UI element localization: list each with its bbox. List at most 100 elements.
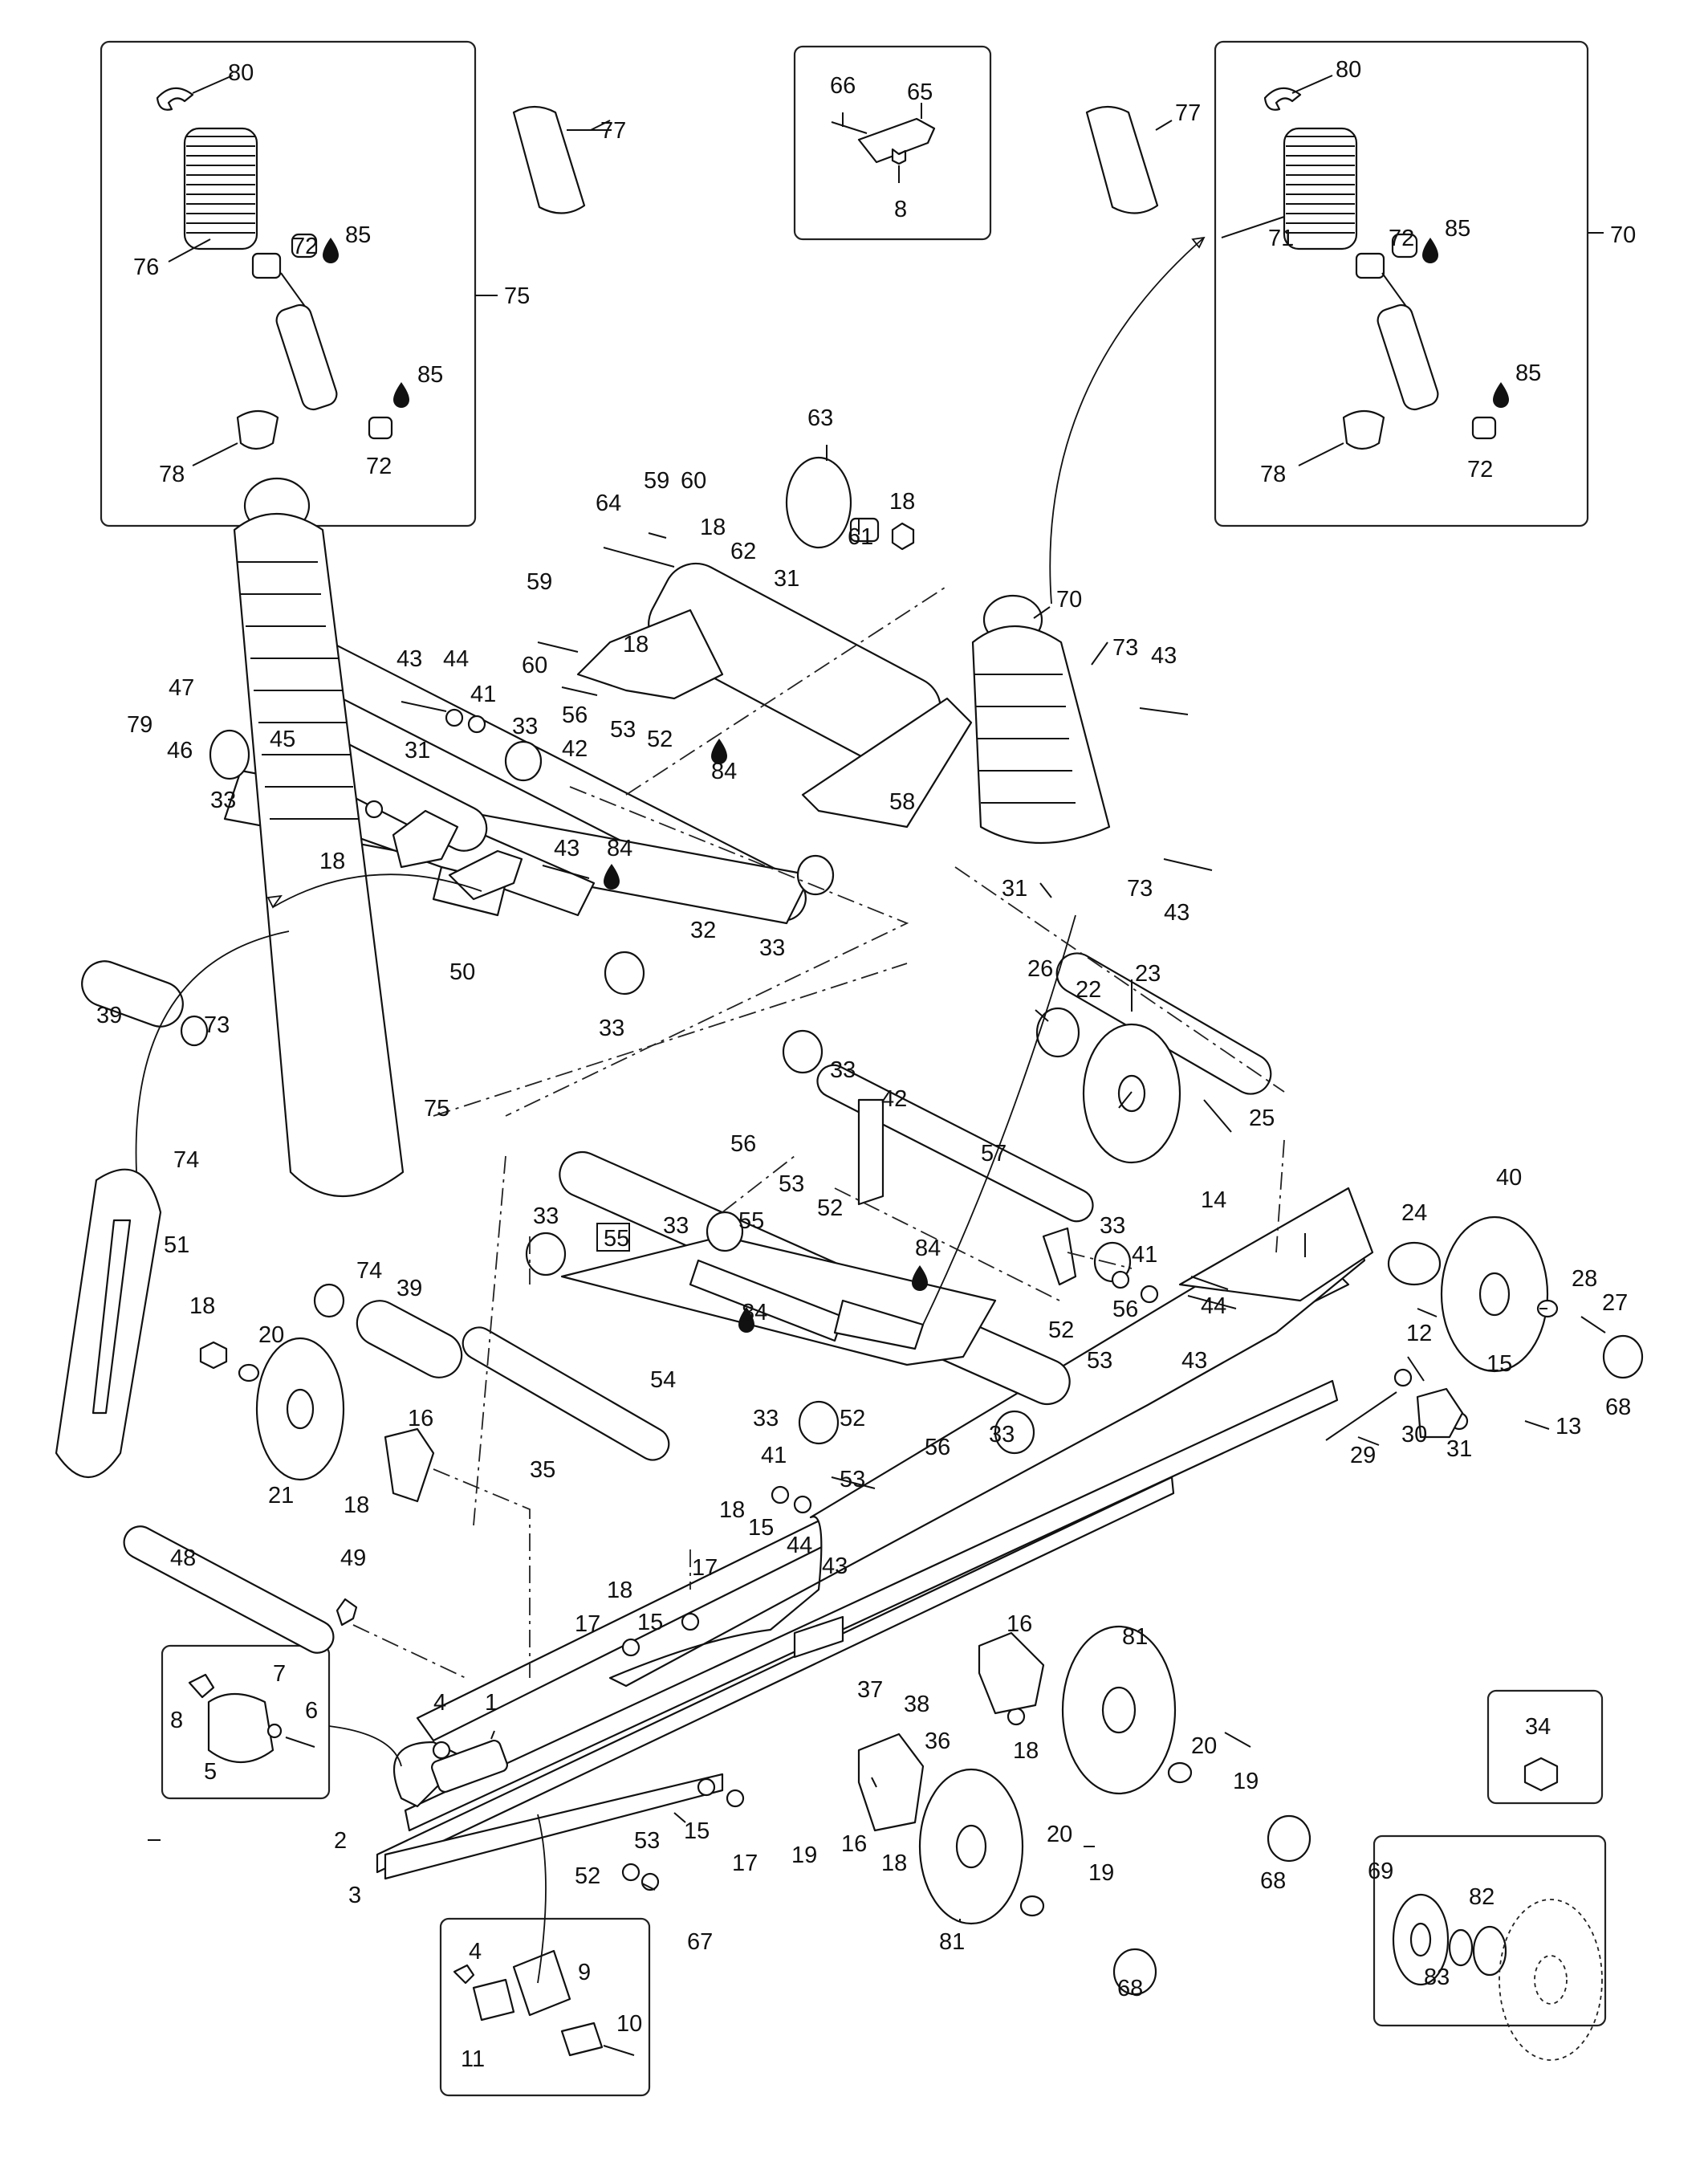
callout-85: 85 bbox=[1445, 216, 1470, 242]
cap-68-mid bbox=[1267, 1814, 1312, 1863]
callout-31: 31 bbox=[1002, 876, 1027, 902]
callout-42: 42 bbox=[562, 736, 588, 762]
callout-52: 52 bbox=[647, 727, 673, 752]
callout-20: 20 bbox=[258, 1322, 284, 1348]
callout-75: 75 bbox=[504, 283, 530, 309]
rear-shock-70 bbox=[971, 594, 1111, 845]
lubricant-drops bbox=[323, 238, 1509, 1333]
callout-31: 31 bbox=[1446, 1436, 1472, 1462]
callout-15: 15 bbox=[684, 1818, 710, 1844]
tubes bbox=[81, 960, 670, 1654]
callout-9: 9 bbox=[578, 1960, 591, 1985]
callout-19: 19 bbox=[1233, 1769, 1259, 1794]
callout-30: 30 bbox=[1401, 1422, 1427, 1447]
wheel-63 bbox=[785, 456, 852, 549]
callout-33: 33 bbox=[830, 1057, 856, 1083]
spring-71 bbox=[1283, 127, 1358, 250]
callout-18: 18 bbox=[189, 1293, 215, 1319]
rear-shock-assembly-exploded bbox=[1085, 87, 1497, 450]
callout-64: 64 bbox=[596, 491, 621, 516]
callout-6: 6 bbox=[305, 1698, 318, 1724]
callout-78: 78 bbox=[159, 462, 185, 487]
grease-fitting-part bbox=[1523, 1757, 1559, 1792]
callout-42: 42 bbox=[881, 1086, 907, 1112]
callout-41: 41 bbox=[1132, 1242, 1157, 1268]
callout-55: 55 bbox=[604, 1226, 629, 1252]
arrow-70 bbox=[1049, 237, 1205, 605]
callout-27: 27 bbox=[1602, 1290, 1628, 1316]
callout-4: 4 bbox=[433, 1690, 446, 1716]
callout-75: 75 bbox=[424, 1096, 449, 1122]
inset-grease-fitting bbox=[1486, 1689, 1604, 1805]
inset-rear-shock-assembly bbox=[1214, 40, 1589, 527]
rear-arm-assembly bbox=[525, 1150, 1071, 1455]
callout-43: 43 bbox=[1164, 900, 1190, 926]
skid-bottom bbox=[384, 1773, 724, 1880]
callout-43: 43 bbox=[396, 646, 422, 672]
callout-53: 53 bbox=[1087, 1348, 1112, 1374]
callout-85: 85 bbox=[417, 362, 443, 388]
callout-39: 39 bbox=[96, 1003, 122, 1028]
callout-18: 18 bbox=[1013, 1738, 1039, 1764]
lubricant-drop-icon bbox=[393, 382, 409, 408]
callout-44: 44 bbox=[787, 1533, 812, 1558]
callout-84: 84 bbox=[607, 836, 632, 861]
lubricant-drop-icon bbox=[912, 1265, 928, 1291]
callout-77: 77 bbox=[1175, 100, 1201, 126]
callout-60: 60 bbox=[522, 653, 547, 678]
slider-stop-parts bbox=[188, 1673, 315, 1764]
tube-39b bbox=[356, 1300, 463, 1378]
callout-8: 8 bbox=[170, 1708, 183, 1733]
callout-41: 41 bbox=[470, 682, 496, 707]
callout-81: 81 bbox=[1122, 1624, 1148, 1650]
callout-18: 18 bbox=[881, 1851, 907, 1876]
frame-plate bbox=[608, 1211, 1366, 1688]
callout-28: 28 bbox=[1572, 1266, 1597, 1292]
callout-50: 50 bbox=[449, 959, 475, 985]
cap-68-bottom bbox=[1112, 1948, 1157, 1996]
callout-85: 85 bbox=[1515, 360, 1541, 386]
callout-32: 32 bbox=[690, 918, 716, 943]
callout-41: 41 bbox=[761, 1443, 787, 1468]
callout-66: 66 bbox=[830, 73, 856, 99]
callout-61: 61 bbox=[848, 524, 873, 550]
callout-18: 18 bbox=[319, 849, 345, 874]
callout-35: 35 bbox=[530, 1457, 555, 1483]
callout-53: 53 bbox=[779, 1171, 804, 1197]
callout-21: 21 bbox=[268, 1483, 294, 1509]
washer-49 bbox=[336, 1598, 358, 1627]
idler-wheel-40 bbox=[1387, 1215, 1644, 1379]
callout-72: 72 bbox=[1389, 226, 1414, 251]
callout-40: 40 bbox=[1496, 1165, 1522, 1191]
callout-53: 53 bbox=[634, 1828, 660, 1854]
callout-14: 14 bbox=[1201, 1187, 1226, 1213]
callout-18: 18 bbox=[719, 1497, 745, 1523]
callout-53: 53 bbox=[610, 717, 636, 743]
callout-20: 20 bbox=[1191, 1733, 1217, 1759]
washer-74 bbox=[313, 1283, 345, 1318]
tube-35 bbox=[462, 1326, 670, 1461]
callout-34: 34 bbox=[1525, 1714, 1551, 1740]
callout-52: 52 bbox=[1048, 1317, 1074, 1343]
callout-16: 16 bbox=[841, 1831, 867, 1857]
lubricant-drop-icon bbox=[1493, 382, 1509, 408]
callout-17: 17 bbox=[732, 1851, 758, 1876]
callout-19: 19 bbox=[1088, 1860, 1114, 1886]
callout-62: 62 bbox=[730, 539, 756, 564]
callout-13: 13 bbox=[1556, 1414, 1581, 1439]
callout-33: 33 bbox=[989, 1422, 1015, 1447]
callout-68: 68 bbox=[1605, 1395, 1631, 1420]
callout-69: 69 bbox=[1368, 1859, 1393, 1884]
callout-79: 79 bbox=[127, 712, 152, 738]
tube-39a bbox=[81, 960, 184, 1028]
lubricant-drop-icon bbox=[738, 1307, 754, 1333]
callout-71: 71 bbox=[1268, 226, 1294, 251]
idler-bearing-parts bbox=[453, 1949, 635, 2057]
callout-84: 84 bbox=[742, 1300, 767, 1325]
rail-arm-51 bbox=[55, 1168, 162, 1479]
callout-58: 58 bbox=[889, 789, 915, 815]
callout-15: 15 bbox=[748, 1515, 774, 1541]
callout-65: 65 bbox=[907, 79, 933, 105]
callout-8: 8 bbox=[894, 197, 907, 222]
assembly-guides bbox=[135, 236, 1285, 1984]
